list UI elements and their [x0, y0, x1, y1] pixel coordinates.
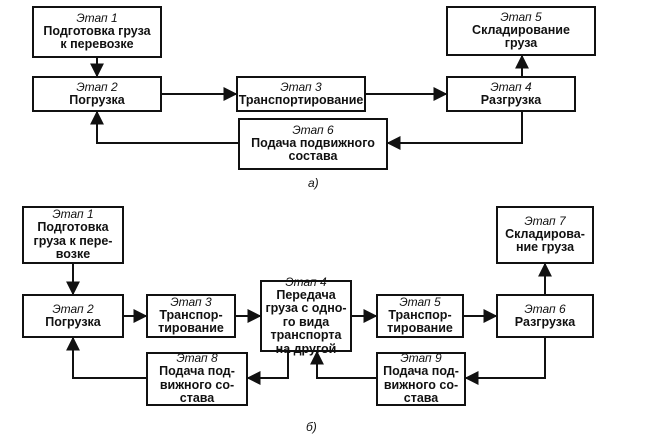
node-text: состава — [288, 149, 338, 164]
stage-label: Этап 4 — [490, 79, 532, 94]
node-text: става — [179, 391, 215, 406]
node-b4: Этап 4 Передача груза с одно- го вида тр… — [260, 275, 352, 355]
stage-label: Этап 7 — [524, 214, 566, 229]
node-text: го вида — [282, 314, 330, 329]
stage-label: Этап 5 — [399, 295, 441, 310]
node-b7: Этап 7 Складирова- ние груза — [496, 206, 594, 264]
node-a4: Этап 4 Разгрузка — [446, 76, 576, 112]
node-text: Подача под- — [159, 364, 235, 379]
stage-label: Этап 3 — [280, 79, 322, 94]
node-text: возке — [55, 247, 91, 262]
node-text: транспорта — [270, 328, 342, 343]
stage-label: Этап 8 — [176, 351, 218, 366]
node-text: Подготовка — [37, 220, 109, 235]
node-text: Транспор- — [388, 307, 452, 322]
arrow-b6-b9 — [464, 338, 546, 385]
stage-label: Этап 4 — [285, 274, 327, 289]
node-text: груза с одно- — [265, 301, 347, 316]
node-b5: Этап 5 Транспор- тирование — [376, 294, 464, 338]
node-text: тирование — [387, 321, 453, 336]
node-text: Складирование — [472, 22, 570, 37]
node-text: Погрузка — [69, 92, 125, 107]
node-a3: Этап 3 Транспортирование — [236, 76, 366, 112]
arrow-b8-b2 — [66, 336, 146, 379]
node-text: на другой — [275, 341, 337, 356]
stage-label: Этап 1 — [76, 11, 118, 26]
node-b8: Этап 8 Подача под- вижного со- става — [146, 352, 248, 406]
node-b9: Этап 9 Подача под- вижного со- става — [376, 352, 466, 406]
stage-label: Этап 6 — [524, 301, 566, 316]
node-b1: Этап 1 Подготовка груза к пере- возке — [22, 206, 124, 264]
node-text: Разгрузка — [480, 92, 542, 107]
node-a2: Этап 2 Погрузка — [32, 76, 162, 112]
node-text: Подача под- — [383, 364, 459, 379]
node-text: Транспор- — [159, 307, 223, 322]
stage-label: Этап 5 — [500, 10, 542, 25]
node-b2: Этап 2 Погрузка — [22, 294, 124, 338]
stage-label: Этап 1 — [52, 207, 94, 222]
arrow-a6-a2 — [90, 110, 238, 144]
stage-label: Этап 9 — [400, 351, 442, 366]
node-b3: Этап 3 Транспор- тирование — [146, 294, 236, 338]
node-text: става — [403, 391, 439, 406]
node-a1: Этап 1 Подготовка груза к перевозке — [32, 6, 162, 58]
arrow-b9-b4 — [310, 350, 376, 379]
node-text: Складирова- — [505, 226, 585, 241]
node-text: тирование — [158, 321, 224, 336]
node-text: груза — [504, 36, 538, 51]
caption-b: б) — [306, 420, 317, 434]
node-text: Погрузка — [45, 314, 101, 329]
node-a6: Этап 6 Подача подвижного состава — [238, 118, 388, 170]
node-text: вижного со- — [383, 377, 459, 392]
node-a5: Этап 5 Складирование груза — [446, 6, 596, 56]
stage-label: Этап 3 — [170, 295, 212, 310]
node-text: Подача подвижного — [251, 135, 375, 150]
stage-label: Этап 6 — [292, 123, 334, 138]
stage-label: Этап 2 — [76, 79, 118, 94]
node-text: Подготовка груза — [43, 23, 151, 38]
node-text: Транспортирование — [238, 92, 364, 107]
node-text: к перевозке — [60, 37, 134, 52]
caption-a: а) — [308, 176, 319, 190]
node-text: Разгрузка — [514, 314, 576, 329]
node-text: Передача — [276, 287, 336, 302]
node-text: ние груза — [515, 240, 575, 255]
stage-label: Этап 2 — [52, 301, 94, 316]
arrow-b4-b8 — [246, 352, 289, 385]
node-b6: Этап 6 Разгрузка — [496, 294, 594, 338]
node-text: груза к пере- — [33, 233, 113, 248]
arrow-a4-a6 — [386, 112, 523, 150]
node-text: вижного со- — [159, 377, 235, 392]
